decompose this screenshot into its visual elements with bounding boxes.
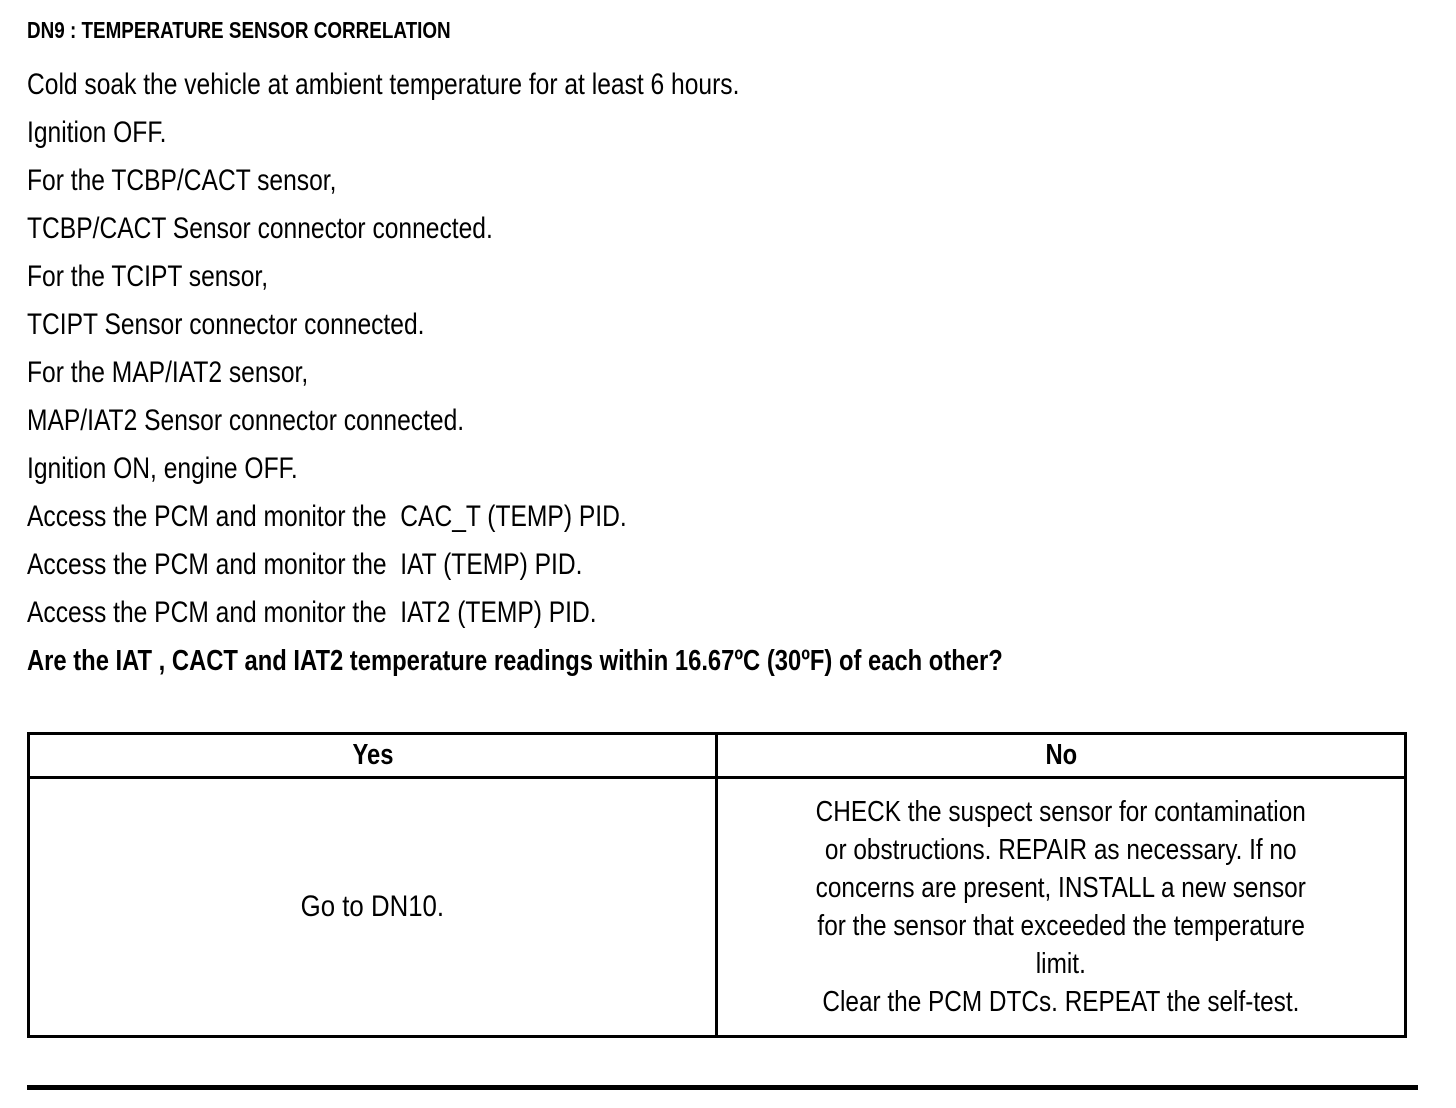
step-text: Access the PCM and monitor the IAT (TEMP…	[27, 548, 583, 581]
decision-question-text: Are the IAT , CACT and IAT2 temperature …	[27, 645, 1003, 677]
no-action-text: or obstructions. REPAIR as necessary. If…	[825, 834, 1297, 866]
step-line: Ignition ON, engine OFF.	[27, 445, 1427, 493]
step-text: Ignition ON, engine OFF.	[27, 452, 298, 485]
step-text: For the TCBP/CACT sensor,	[27, 164, 337, 197]
no-action-line: limit.	[718, 945, 1404, 983]
no-action-text: concerns are present, INSTALL a new sens…	[815, 872, 1307, 904]
column-header-no-label: No	[1045, 739, 1077, 771]
no-action-cell: CHECK the suspect sensor for contaminati…	[715, 776, 1407, 1038]
step-line: For the MAP/IAT2 sensor,	[27, 349, 1427, 397]
page-title-text: DN9 : TEMPERATURE SENSOR CORRELATION	[27, 17, 451, 43]
column-header-no: No	[715, 732, 1407, 779]
step-line: TCBP/CACT Sensor connector connected.	[27, 205, 1427, 253]
no-action-line: or obstructions. REPAIR as necessary. If…	[718, 831, 1404, 869]
step-text: TCIPT Sensor connector connected.	[27, 308, 425, 341]
no-action-line: concerns are present, INSTALL a new sens…	[718, 869, 1404, 907]
no-action-line: CHECK the suspect sensor for contaminati…	[718, 793, 1404, 831]
column-header-yes-label: Yes	[352, 739, 393, 771]
step-list: Cold soak the vehicle at ambient tempera…	[27, 61, 1427, 685]
column-header-yes: Yes	[27, 732, 718, 779]
no-action-text: for the sensor that exceeded the tempera…	[817, 910, 1305, 942]
step-line: For the TCBP/CACT sensor,	[27, 157, 1427, 205]
step-line: Access the PCM and monitor the IAT2 (TEM…	[27, 589, 1427, 637]
step-line: For the TCIPT sensor,	[27, 253, 1427, 301]
no-action-line: for the sensor that exceeded the tempera…	[718, 907, 1404, 945]
table-header-row: Yes No	[27, 732, 1407, 779]
step-text: Access the PCM and monitor the CAC_T (TE…	[27, 500, 627, 533]
step-text: Access the PCM and monitor the IAT2 (TEM…	[27, 596, 597, 629]
step-text: TCBP/CACT Sensor connector connected.	[27, 212, 493, 245]
yes-action-cell: Go to DN10.	[27, 776, 718, 1038]
step-line: TCIPT Sensor connector connected.	[27, 301, 1427, 349]
step-line: Cold soak the vehicle at ambient tempera…	[27, 61, 1427, 109]
step-line: Access the PCM and monitor the IAT (TEMP…	[27, 541, 1427, 589]
answer-table: Yes No Go to DN10. CHECK the suspect sen…	[27, 732, 1407, 1038]
step-text: Ignition OFF.	[27, 116, 167, 149]
no-action-text: CHECK the suspect sensor for contaminati…	[815, 796, 1307, 828]
yes-action-text: Go to DN10.	[300, 890, 445, 923]
step-text: For the MAP/IAT2 sensor,	[27, 356, 309, 389]
step-line: Ignition OFF.	[27, 109, 1427, 157]
page-title: DN9 : TEMPERATURE SENSOR CORRELATION	[27, 17, 544, 43]
step-line: Access the PCM and monitor the CAC_T (TE…	[27, 493, 1427, 541]
no-action-text: Clear the PCM DTCs. REPEAT the self-test…	[822, 986, 1300, 1018]
step-text: For the TCIPT sensor,	[27, 260, 269, 293]
step-text: Cold soak the vehicle at ambient tempera…	[27, 68, 740, 101]
no-action-text: limit.	[1035, 948, 1087, 980]
step-line: MAP/IAT2 Sensor connector connected.	[27, 397, 1427, 445]
no-action-line: Clear the PCM DTCs. REPEAT the self-test…	[718, 983, 1404, 1021]
table-row: Go to DN10. CHECK the suspect sensor for…	[27, 776, 1407, 1038]
decision-question: Are the IAT , CACT and IAT2 temperature …	[27, 637, 1427, 685]
step-text: MAP/IAT2 Sensor connector connected.	[27, 404, 465, 437]
page-footer-rule	[27, 1085, 1418, 1090]
